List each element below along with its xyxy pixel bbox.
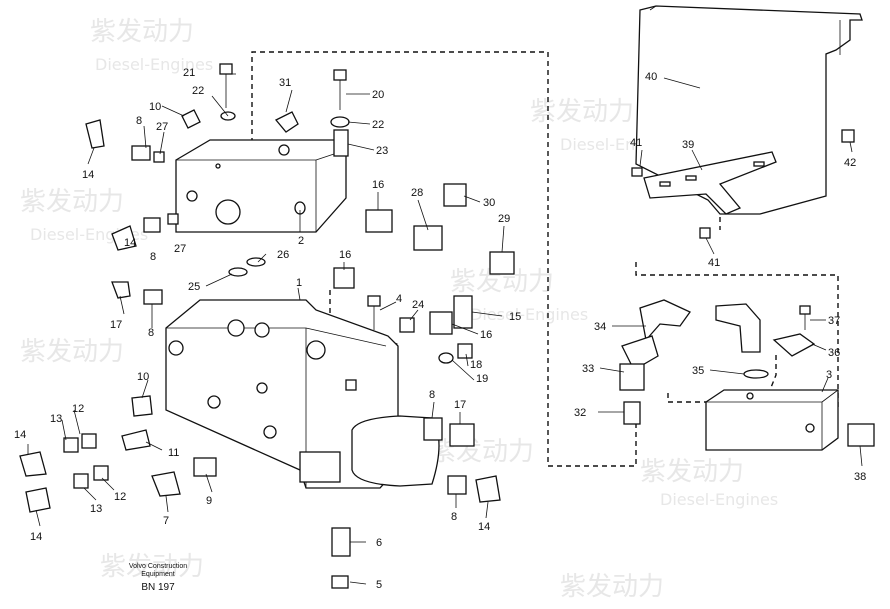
callout-16: 16 xyxy=(339,249,351,261)
watermark-brand: 紫发动力 xyxy=(430,437,534,467)
callout-19: 19 xyxy=(476,373,488,385)
watermark-sub: Diesel-Engines xyxy=(95,55,213,74)
callout-17: 17 xyxy=(454,399,466,411)
callout-41: 41 xyxy=(708,257,720,269)
figure-code: BN 197 xyxy=(141,582,175,593)
publisher-credit: Volvo Construction Equipment BN 197 xyxy=(108,563,208,593)
watermark-sub: Diesel-Engines xyxy=(660,490,778,509)
credit-line-2: Equipment xyxy=(141,571,175,578)
callout-8: 8 xyxy=(148,327,154,339)
callout-31: 31 xyxy=(279,77,291,89)
callouts: 21 22 31 10 8 27 14 20 22 23 16 2 28 30 … xyxy=(14,67,866,591)
callout-21: 21 xyxy=(183,67,195,79)
callout-10: 10 xyxy=(137,371,149,383)
callout-32: 32 xyxy=(574,407,586,419)
fittings xyxy=(19,63,875,589)
callout-38: 38 xyxy=(854,471,866,483)
callout-6: 6 xyxy=(376,537,382,549)
callout-27: 27 xyxy=(156,121,168,133)
callout-36: 36 xyxy=(828,347,840,359)
watermark-sub: Diesel-Engines xyxy=(470,305,588,324)
callout-28: 28 xyxy=(411,187,423,199)
callout-34: 34 xyxy=(594,321,606,333)
callout-10: 10 xyxy=(149,101,161,113)
callout-7: 7 xyxy=(163,515,169,527)
callout-39: 39 xyxy=(682,139,694,151)
callout-40: 40 xyxy=(645,71,657,83)
callout-14: 14 xyxy=(14,429,26,441)
callout-16: 16 xyxy=(480,329,492,341)
callout-33: 33 xyxy=(582,363,594,375)
main-valve-block xyxy=(165,299,440,489)
callout-2: 2 xyxy=(298,235,304,247)
credit-line-1: Volvo Construction xyxy=(128,563,188,570)
callout-14: 14 xyxy=(82,169,94,181)
callout-1: 1 xyxy=(296,277,302,289)
callout-27: 27 xyxy=(174,243,186,255)
callout-30: 30 xyxy=(483,197,495,209)
callout-4: 4 xyxy=(396,293,402,305)
bracket xyxy=(635,5,863,215)
mounting-block xyxy=(705,389,839,451)
callout-12: 12 xyxy=(72,403,84,415)
watermark-brand: 紫发动力 xyxy=(90,17,194,47)
support-bracket xyxy=(643,151,777,215)
callout-42: 42 xyxy=(844,157,856,169)
callout-37: 37 xyxy=(828,315,840,327)
callout-20: 20 xyxy=(372,89,384,101)
callout-41: 41 xyxy=(630,137,642,149)
callout-26: 26 xyxy=(277,249,289,261)
watermark-brand: 紫发动力 xyxy=(560,572,664,602)
callout-9: 9 xyxy=(206,495,212,507)
callout-14: 14 xyxy=(124,237,136,249)
callout-16: 16 xyxy=(372,179,384,191)
watermark-brand: 紫发动力 xyxy=(20,187,124,217)
callout-3: 3 xyxy=(826,369,832,381)
watermark-brand: 紫发动力 xyxy=(20,337,124,367)
callout-25: 25 xyxy=(188,281,200,293)
callout-8: 8 xyxy=(150,251,156,263)
callout-8: 8 xyxy=(451,511,457,523)
callout-22: 22 xyxy=(192,85,204,97)
callout-23: 23 xyxy=(376,145,388,157)
watermark-brand: 紫发动力 xyxy=(640,457,744,487)
callout-15: 15 xyxy=(509,311,521,323)
callout-13: 13 xyxy=(50,413,62,425)
callout-8: 8 xyxy=(429,389,435,401)
callout-18: 18 xyxy=(470,359,482,371)
callout-14: 14 xyxy=(30,531,42,543)
callout-29: 29 xyxy=(498,213,510,225)
callout-24: 24 xyxy=(412,299,424,311)
watermark-brand: 紫发动力 xyxy=(530,97,634,127)
callout-5: 5 xyxy=(376,579,382,591)
callout-13: 13 xyxy=(90,503,102,515)
callout-17: 17 xyxy=(110,319,122,331)
callout-8: 8 xyxy=(136,115,142,127)
leader-lines xyxy=(27,73,863,585)
callout-12: 12 xyxy=(114,491,126,503)
callout-22: 22 xyxy=(372,119,384,131)
callout-11: 11 xyxy=(168,447,179,459)
callout-35: 35 xyxy=(692,365,704,377)
watermark-brand: 紫发动力 xyxy=(100,552,204,582)
callout-14: 14 xyxy=(478,521,490,533)
upper-valve-block xyxy=(175,139,347,233)
